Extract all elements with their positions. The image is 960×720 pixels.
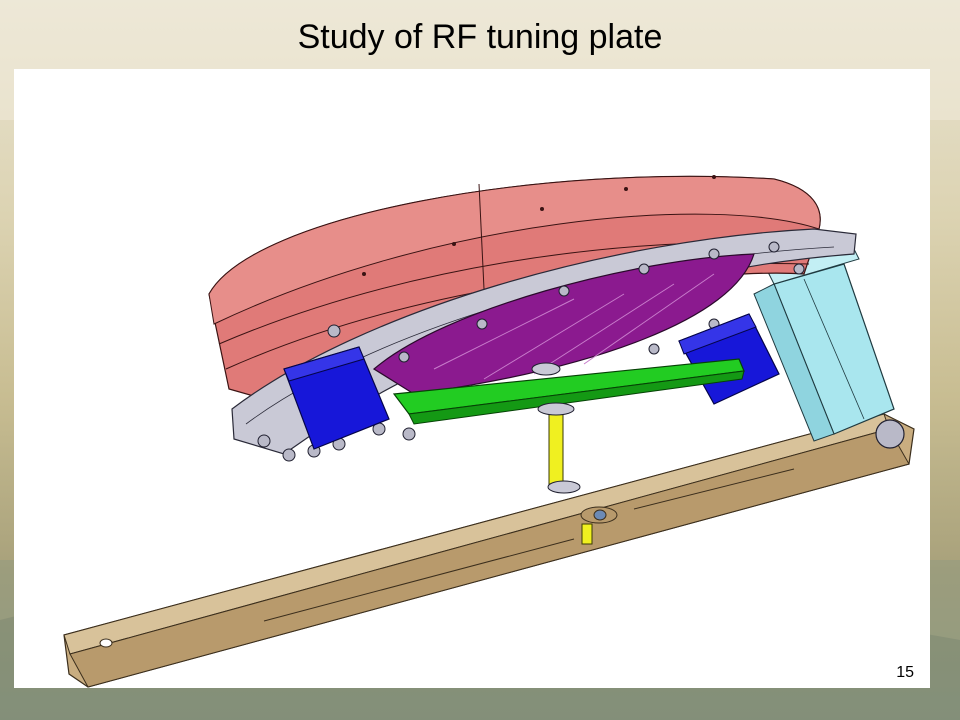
motor-block-left: [283, 346, 390, 450]
drive-shaft: [531, 362, 593, 545]
page-number: 15: [896, 664, 914, 681]
cad-drawing-panel: [14, 69, 930, 688]
slide-title: Study of RF tuning plate: [297, 18, 663, 56]
end-cap-bolt: [875, 419, 905, 449]
drive-linkage: [392, 358, 745, 425]
flange-bolts: [257, 241, 805, 462]
base-arm: [63, 413, 915, 688]
support-bracket: [753, 238, 895, 442]
motor-block-right: [678, 313, 780, 405]
rf-tuning-plate-assembly: [63, 175, 915, 688]
